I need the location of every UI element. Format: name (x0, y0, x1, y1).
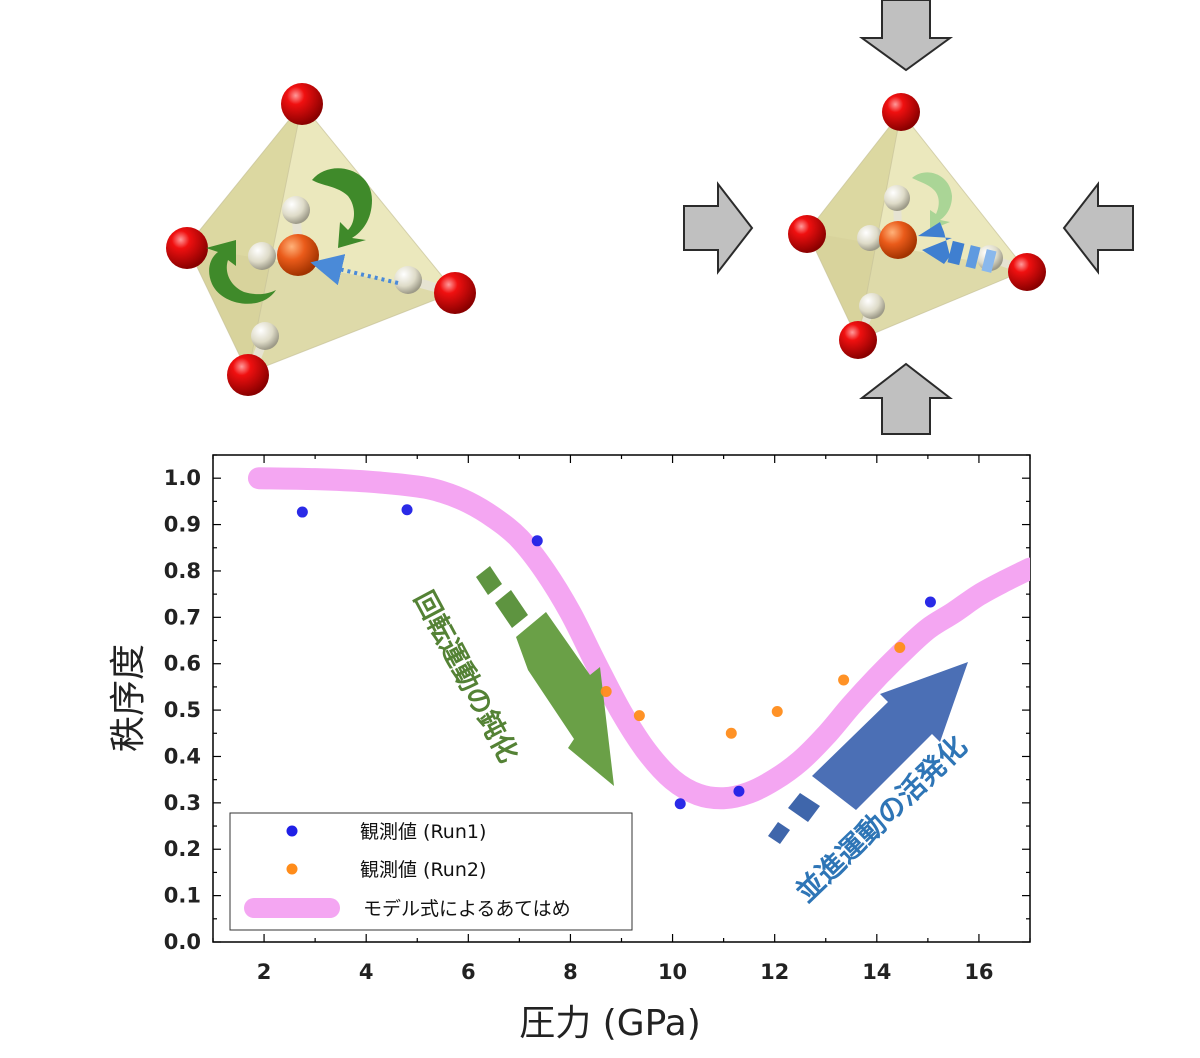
y-tick-label: 0.2 (164, 837, 201, 861)
data-points (296, 504, 936, 810)
data-point-run2 (894, 641, 906, 653)
data-point-run1 (531, 535, 543, 547)
right-hydrogen-atom (859, 293, 885, 319)
fit-curve-layer (247, 467, 1030, 810)
left-oxygen-atom (166, 227, 208, 269)
data-point-run2 (838, 674, 850, 686)
y-tick-label: 0.5 (164, 698, 201, 722)
right-hydrogen-atom (857, 225, 883, 251)
legend-marker-run1 (286, 825, 298, 837)
left-oxygen-atom (281, 83, 323, 125)
y-tick-label: 0.8 (164, 559, 201, 583)
translation-arrow-icon (310, 254, 399, 286)
data-point-run2 (771, 705, 783, 717)
axis-ticks: 2 4 6 8 10 12 14 16 0.0 0.1 0.2 0.3 0.4 0.5 0.6 0.7 0.8 0… (164, 454, 1031, 984)
y-axis-label: 秩序度 (108, 644, 149, 752)
left-oxygen-atom (227, 354, 269, 396)
right-structure (788, 93, 1046, 359)
y-tick-label: 0.3 (164, 791, 201, 815)
pressure-arrow-icon (683, 181, 754, 275)
data-point-run1 (296, 506, 308, 518)
right-tetrahedron-face (807, 112, 901, 340)
right-hydrogen-atom (884, 185, 910, 211)
legend-label-run1: 観測値 (Run1) (360, 821, 486, 843)
left-structure (166, 83, 476, 396)
data-point-run1 (733, 785, 745, 797)
y-tick-label: 0.1 (164, 884, 201, 908)
left-hydrogen-atom (394, 266, 422, 294)
pressure-arrow-icon (1062, 181, 1134, 275)
x-tick-label: 12 (760, 960, 789, 984)
x-tick-label: 14 (862, 960, 891, 984)
x-tick-label: 6 (461, 960, 476, 984)
x-tick-label: 2 (257, 960, 272, 984)
left-oxygen-atom (434, 272, 476, 314)
right-oxygen-atom (882, 93, 920, 131)
data-point-run1 (674, 798, 686, 810)
data-point-run1 (924, 596, 936, 608)
right-oxygen-atom (788, 215, 826, 253)
y-tick-label: 0.4 (164, 744, 201, 768)
x-tick-label: 4 (359, 960, 374, 984)
chart: 2 4 6 8 10 12 14 16 0.0 0.1 0.2 0.3 0.4 0.5 0.6 0.7 0.8 0… (108, 454, 1031, 1044)
legend: 観測値 (Run1) 観測値 (Run2) モデル式によるあてはめ (229, 812, 633, 931)
y-tick-label: 0.6 (164, 652, 201, 676)
y-tick-label: 0.9 (164, 513, 201, 537)
y-tick-label: 0.0 (164, 930, 201, 954)
x-tick-label: 8 (563, 960, 578, 984)
data-point-run2 (600, 686, 612, 698)
fit-curve (247, 467, 1030, 810)
right-oxygen-atom (1008, 253, 1046, 291)
rotation-arrow-icon (206, 240, 276, 304)
data-point-run2 (725, 727, 737, 739)
left-center-oxygen-atom (277, 234, 319, 276)
rotation-arrow-icon (312, 168, 372, 248)
pressure-arrow-icon (858, 0, 954, 72)
x-axis-label: 圧力 (GPa) (519, 1003, 701, 1044)
pressure-arrow-icon (859, 362, 953, 435)
left-hydrogen-atom (248, 242, 276, 270)
rotation-slowdown-arrow (476, 566, 614, 786)
x-tick-label: 16 (964, 960, 993, 984)
right-oxygen-atom (839, 321, 877, 359)
legend-label-fit: モデル式によるあてはめ (363, 898, 571, 920)
left-hydrogen-atom (251, 322, 279, 350)
x-tick-label: 10 (658, 960, 687, 984)
pressure-arrows (683, 0, 1134, 435)
left-hydrogen-atom (282, 196, 310, 224)
y-tick-label: 0.7 (164, 605, 201, 629)
legend-marker-run2 (286, 863, 298, 875)
data-point-run2 (633, 710, 645, 722)
data-point-run1 (401, 504, 413, 516)
y-tick-label: 1.0 (164, 466, 201, 490)
translation-arrow-icon (918, 222, 997, 273)
translation-activation-arrow (768, 662, 968, 844)
right-center-oxygen-atom (879, 221, 917, 259)
legend-label-run2: 観測値 (Run2) (360, 859, 486, 881)
rotation-arrow-icon (912, 172, 952, 230)
